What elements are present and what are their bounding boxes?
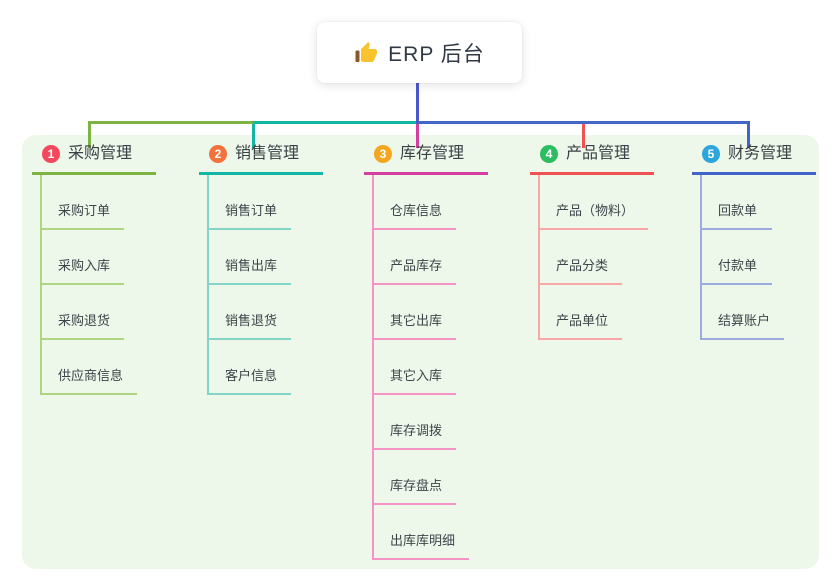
sub-item[interactable]: 销售退货 (209, 285, 292, 340)
branch-inventory: 3 库存管理 仓库信息 产品库存 其它出库 其它入库 库存调拨 库存盘点 出库库… (364, 140, 489, 560)
branch-drop-line (747, 121, 750, 148)
branch-drop-line (582, 121, 585, 148)
branch-drop-line (88, 121, 91, 148)
map-panel (22, 135, 819, 569)
sub-item[interactable]: 销售订单 (209, 175, 292, 230)
branch-title: 财务管理 (728, 145, 793, 162)
sub-item[interactable]: 产品（物料） (540, 175, 649, 230)
branch-number-badge: 2 (209, 145, 227, 163)
root-connector-line (416, 83, 419, 124)
branch-product: 4 产品管理 产品（物料） 产品分类 产品单位 (530, 140, 655, 340)
thumbs-up-icon (354, 41, 378, 65)
branch-number-badge: 5 (702, 145, 720, 163)
branch-drop-line (416, 121, 419, 148)
sub-item[interactable]: 供应商信息 (42, 340, 138, 395)
root-node[interactable]: ERP 后台 (317, 22, 522, 83)
sub-item[interactable]: 采购入库 (42, 230, 125, 285)
sub-item[interactable]: 其它出库 (374, 285, 457, 340)
sub-item[interactable]: 出库库明细 (374, 505, 470, 560)
sub-item[interactable]: 销售出库 (209, 230, 292, 285)
branch-bus-segment (253, 121, 417, 124)
branch-bus-segment (417, 121, 750, 124)
branch-number-badge: 1 (42, 145, 60, 163)
branch-node[interactable]: 2 销售管理 (199, 140, 324, 175)
branch-title: 产品管理 (566, 145, 631, 162)
branch-finance: 5 财务管理 回款单 付款单 结算账户 (692, 140, 817, 340)
branch-number-badge: 4 (540, 145, 558, 163)
branch-node[interactable]: 3 库存管理 (364, 140, 489, 175)
branch-node[interactable]: 4 产品管理 (530, 140, 655, 175)
branch-title: 销售管理 (235, 145, 300, 162)
branch-sales: 2 销售管理 销售订单 销售出库 销售退货 客户信息 (199, 140, 324, 395)
sub-item[interactable]: 回款单 (702, 175, 772, 230)
sub-item[interactable]: 采购订单 (42, 175, 125, 230)
root-node-label: ERP 后台 (388, 42, 485, 66)
sub-item[interactable]: 库存调拨 (374, 395, 457, 450)
sub-item[interactable]: 产品库存 (374, 230, 457, 285)
sub-item[interactable]: 客户信息 (209, 340, 292, 395)
branch-title: 库存管理 (400, 145, 465, 162)
branch-number-badge: 3 (374, 145, 392, 163)
branch-purchase: 1 采购管理 采购订单 采购入库 采购退货 供应商信息 (32, 140, 157, 395)
sub-item[interactable]: 结算账户 (702, 285, 785, 340)
branch-title: 采购管理 (68, 145, 133, 162)
branch-node[interactable]: 1 采购管理 (32, 140, 157, 175)
branch-node[interactable]: 5 财务管理 (692, 140, 817, 175)
sub-item[interactable]: 采购退货 (42, 285, 125, 340)
sub-item[interactable]: 付款单 (702, 230, 772, 285)
sub-item[interactable]: 仓库信息 (374, 175, 457, 230)
sub-item[interactable]: 库存盘点 (374, 450, 457, 505)
sub-item[interactable]: 其它入库 (374, 340, 457, 395)
sub-item[interactable]: 产品分类 (540, 230, 623, 285)
sub-item[interactable]: 产品单位 (540, 285, 623, 340)
branch-drop-line (252, 121, 255, 148)
branch-bus-segment (88, 121, 253, 124)
